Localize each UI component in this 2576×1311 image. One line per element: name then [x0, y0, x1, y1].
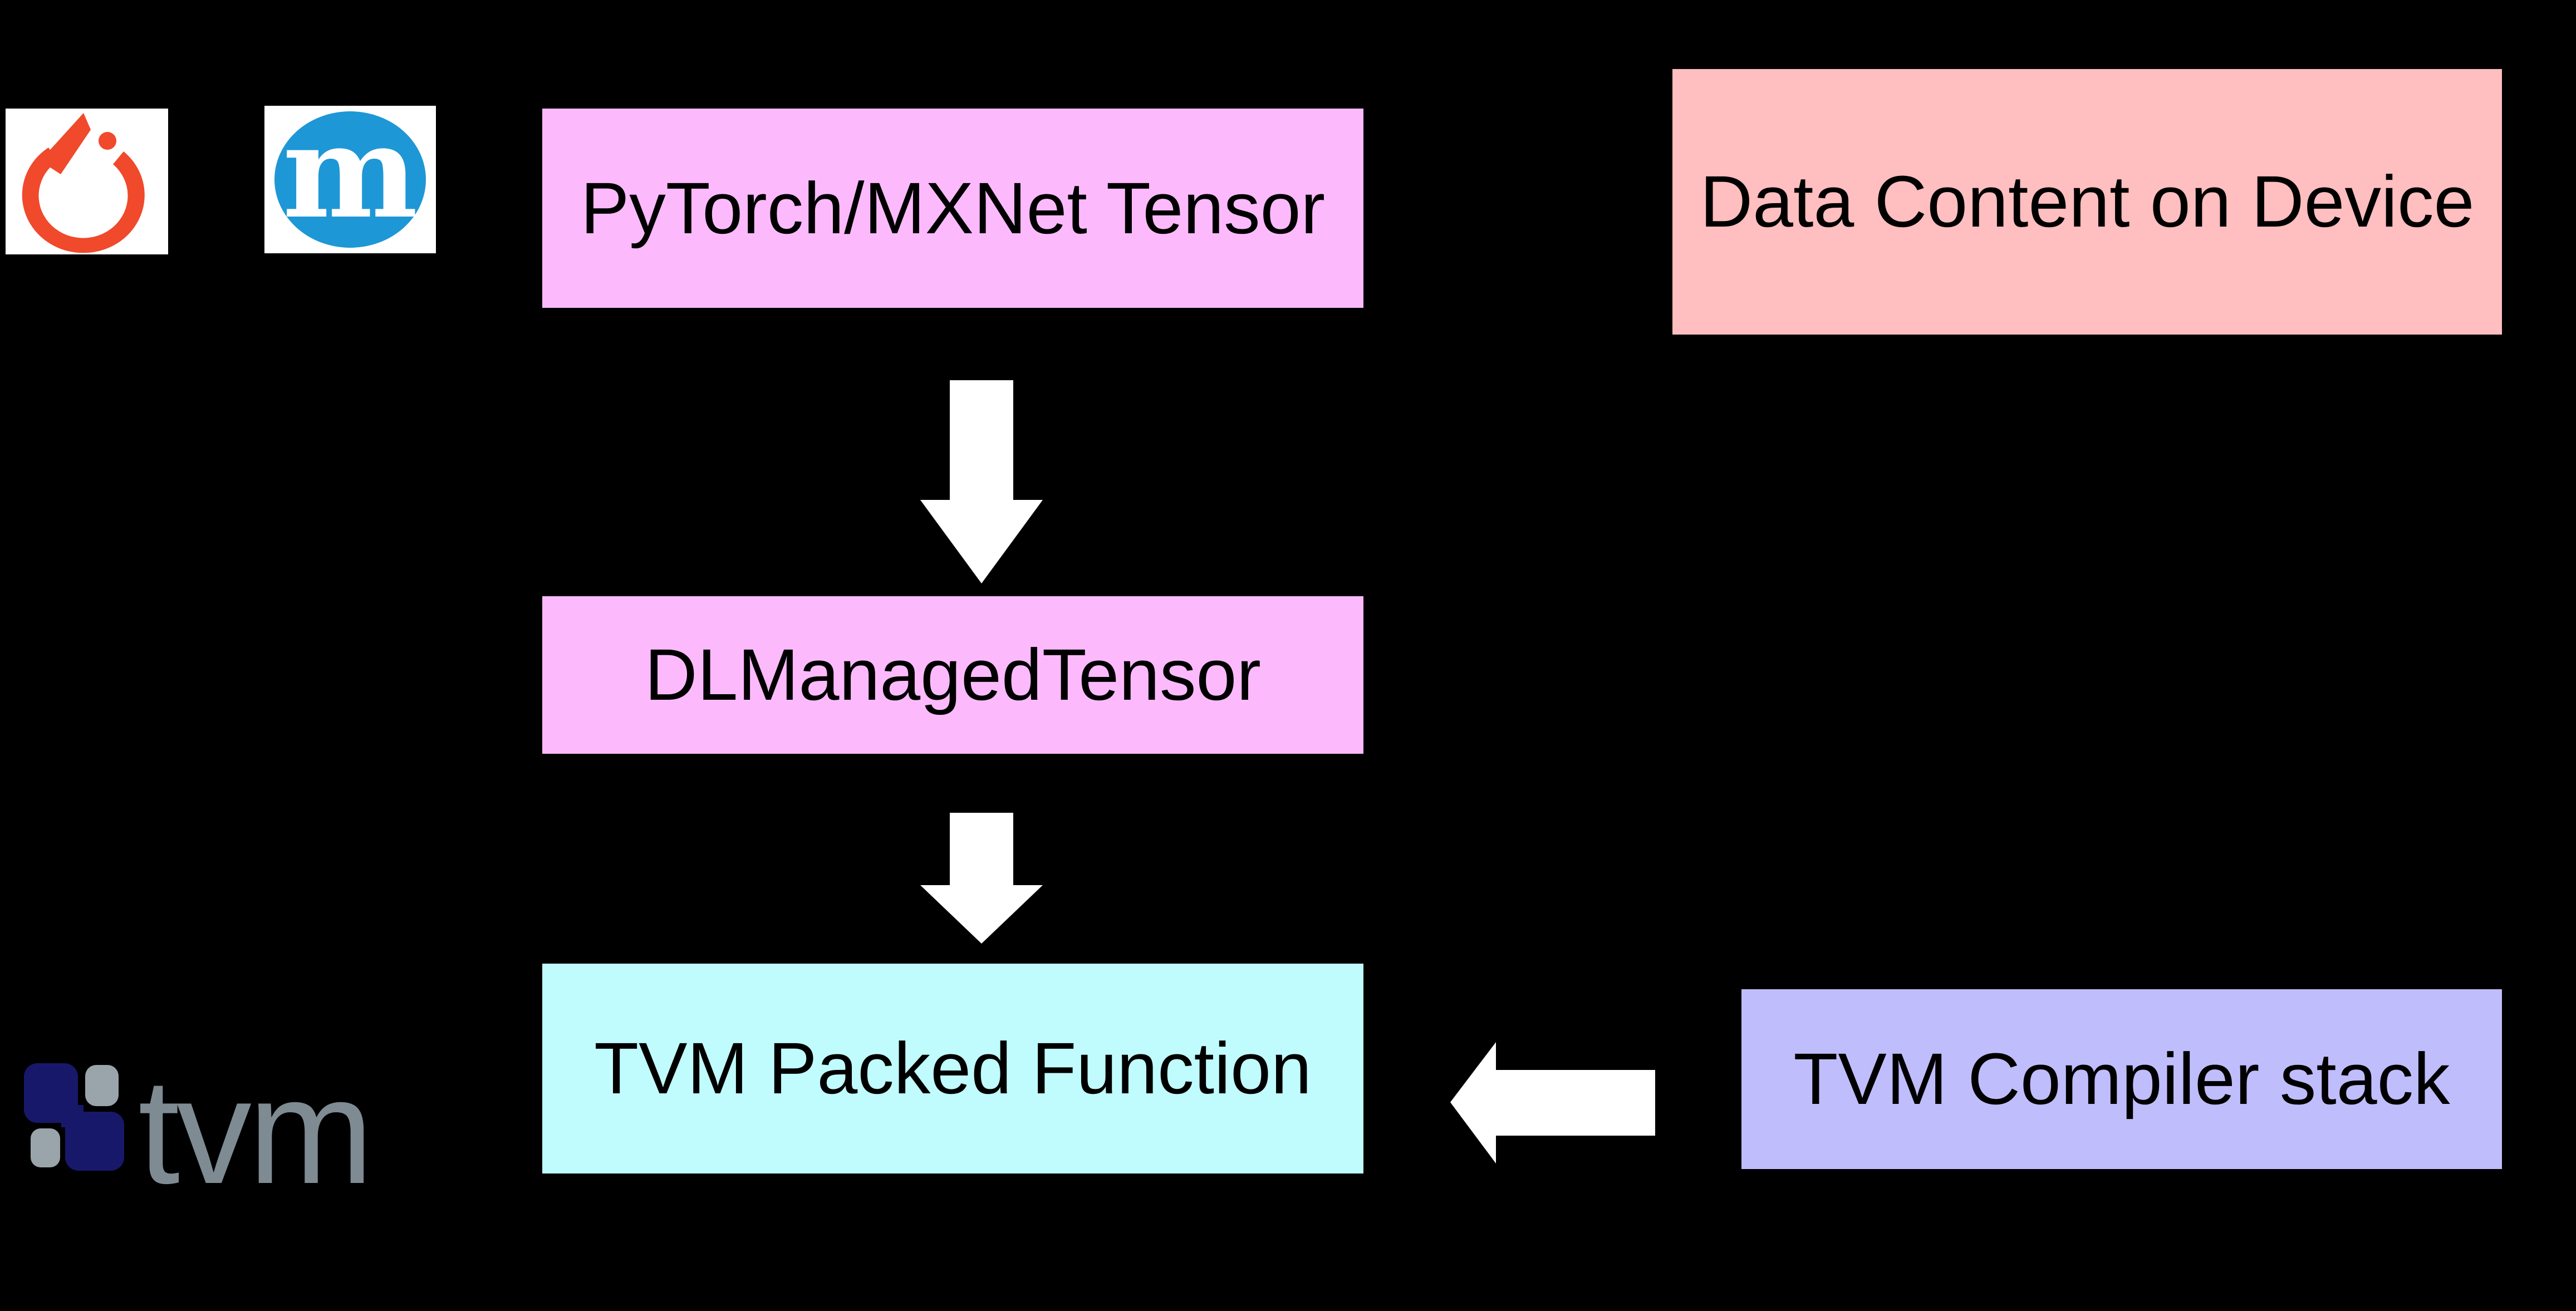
data-content-on-device-box: Data Content on Device — [1672, 69, 2502, 335]
tvm-compiler-stack-box: TVM Compiler stack — [1741, 989, 2502, 1169]
pytorch-mxnet-tensor-box: PyTorch/MXNet Tensor — [542, 109, 1363, 308]
tvm-mark-gray-pill-top — [85, 1065, 119, 1106]
arrow-left-compiler-to-packed — [1450, 1042, 1655, 1163]
tvm-compiler-stack-label: TVM Compiler stack — [1793, 1038, 2450, 1120]
mxnet-m-icon: m — [274, 108, 426, 248]
data-content-on-device-label: Data Content on Device — [1700, 160, 2475, 243]
tvm-mark-navy-joiner — [61, 1105, 84, 1127]
pytorch-mxnet-tensor-label: PyTorch/MXNet Tensor — [580, 166, 1326, 249]
arrow-down-dlmanaged-to-packed — [920, 813, 1043, 944]
tvm-packed-function-label: TVM Packed Function — [594, 1027, 1312, 1109]
arrow-down-tensor-to-dlmanaged — [920, 380, 1043, 583]
dlmanagedtensor-label: DLManagedTensor — [645, 634, 1261, 716]
pytorch-flame-icon — [6, 109, 168, 254]
tvm-mark-gray-pill-bottom — [31, 1128, 60, 1167]
pytorch-logo — [6, 109, 168, 254]
tvm-packed-function-box: TVM Packed Function — [542, 964, 1363, 1173]
tvm-wordmark: tvm — [138, 1048, 374, 1215]
dlmanagedtensor-box: DLManagedTensor — [542, 596, 1363, 754]
mxnet-logo: m — [264, 106, 436, 253]
